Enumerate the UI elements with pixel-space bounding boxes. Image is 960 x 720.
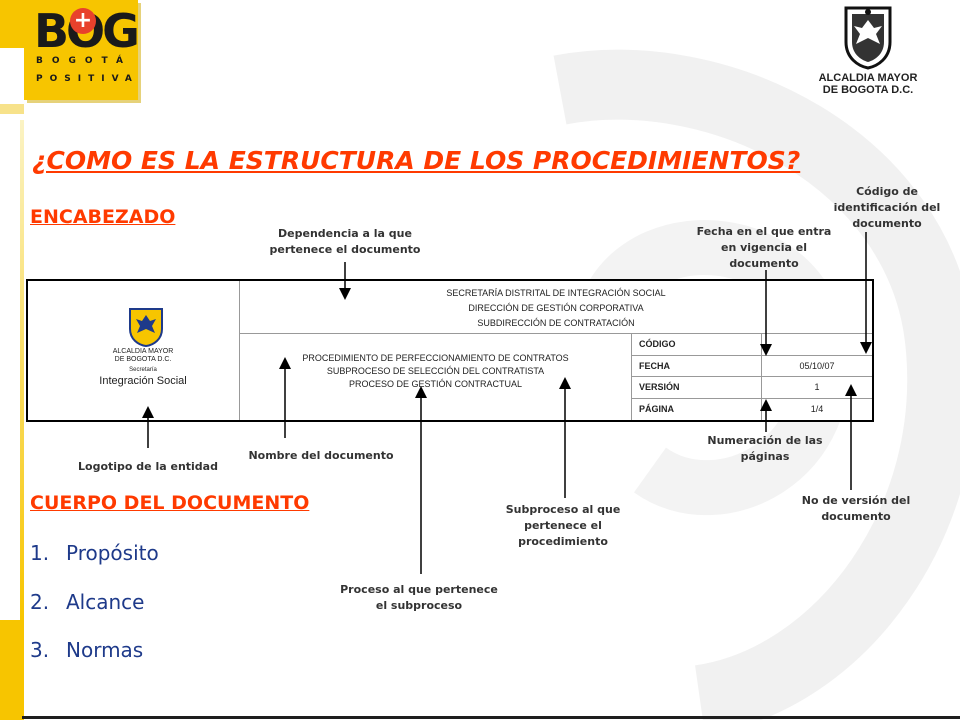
left-accent-bar	[0, 0, 24, 720]
alcaldia-line1: ALCALDIA MAYOR	[818, 72, 918, 84]
inner-logo-integracion: Integración Social	[99, 375, 187, 387]
meta-value-codigo	[762, 334, 872, 356]
meta-label-codigo: CÓDIGO	[632, 334, 762, 356]
list-item: 3.Normas	[30, 638, 144, 662]
table-nombre-cell: PROCEDIMIENTO DE PERFECCIONAMIENTO DE CO…	[240, 334, 632, 420]
meta-value-version: 1	[762, 377, 872, 399]
document-header-table: ALCALDIA MAYOR DE BOGOTA D.C. Secretaría…	[26, 279, 874, 422]
inner-logo-secretaria: Secretaría	[129, 367, 157, 373]
meta-label-fecha: FECHA	[632, 355, 762, 377]
alcaldia-logo: ALCALDIA MAYOR DE BOGOTA D.C.	[808, 2, 928, 98]
annotation-logotipo: Logotipo de la entidad	[78, 460, 218, 473]
meta-label-pagina: PÁGINA	[632, 398, 762, 420]
coat-of-arms-icon	[844, 6, 892, 70]
bottom-rule	[22, 716, 960, 719]
meta-value-fecha: 05/10/07	[762, 356, 872, 377]
inner-coat-of-arms-icon	[129, 308, 163, 347]
section-cuerpo: CUERPO DEL DOCUMENTO	[30, 492, 310, 514]
meta-label-version: VERSIÓN	[632, 377, 762, 399]
bog-logo-line1: BOGOTÁ	[36, 56, 132, 66]
annotation-nombre: Nombre del documento	[248, 449, 394, 462]
list-item: 2.Alcance	[30, 590, 145, 614]
page-title: ¿COMO ES LA ESTRUCTURA DE LOS PROCEDIMIE…	[32, 146, 801, 175]
inner-logo-line1: ALCALDIA MAYOR	[112, 348, 174, 355]
bog-plus-badge: +	[70, 8, 96, 34]
bog-logo-line2: POSITIVA	[36, 74, 139, 84]
list-item: 1.Propósito	[30, 541, 159, 565]
inner-logo-line2: DE BOGOTA D.C.	[114, 356, 172, 363]
alcaldia-line2: DE BOGOTA D.C.	[822, 84, 914, 96]
table-logo-cell: ALCALDIA MAYOR DE BOGOTA D.C. Secretaría…	[28, 281, 240, 420]
meta-value-pagina: 1/4	[810, 403, 824, 414]
table-dependencia-cell: SECRETARÍA DISTRITAL DE INTEGRACIÓN SOCI…	[240, 281, 872, 334]
bog-positiva-logo: BOG + BOGOTÁ POSITIVA	[24, 0, 140, 100]
section-encabezado: ENCABEZADO	[30, 206, 176, 228]
